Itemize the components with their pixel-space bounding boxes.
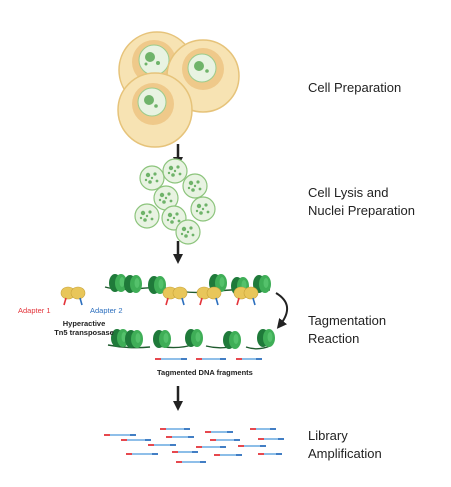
adapter-1-strand [199, 297, 203, 306]
nucleus [190, 196, 216, 222]
nucleus [134, 203, 160, 229]
nucleus [162, 158, 188, 184]
step-label-line: Nuclei Preparation [308, 203, 415, 218]
dna-strand [245, 345, 271, 350]
nucleosome [153, 330, 171, 348]
step-label-line: Cell Lysis and [308, 185, 389, 200]
transposase [233, 286, 259, 306]
step-label-line: Reaction [308, 331, 360, 346]
nucleus [175, 219, 201, 245]
cell [117, 72, 193, 148]
transposase [162, 286, 188, 306]
transposase-label-line: Tn5 transposase [54, 328, 114, 337]
step-label-line: Library [308, 428, 348, 443]
nucleosome [109, 274, 127, 292]
adapter-2-strand [215, 297, 219, 306]
nucleosome [223, 331, 241, 349]
curved-arrow-icon [275, 292, 288, 329]
adapter-1-strand [63, 297, 67, 306]
tagmentation-group [60, 274, 275, 360]
transposase [196, 286, 222, 306]
nucleus [182, 173, 208, 199]
library-fragments [104, 428, 284, 463]
cells-group [117, 31, 240, 148]
transposase-label-line: Hyperactive [62, 319, 106, 328]
nucleosome [257, 329, 275, 347]
step-tagmentation: Tagmentation Reaction [308, 312, 386, 348]
transposase-label: Hyperactive Tn5 transposase [49, 319, 119, 337]
nucleosome [148, 276, 166, 294]
nucleus [139, 165, 165, 191]
dna-strand [107, 344, 151, 349]
adapter-2-strand [252, 297, 256, 306]
nucleosome [185, 329, 203, 347]
adapter-1-label: Adapter 1 [18, 306, 51, 315]
step-label-line: Tagmentation [308, 313, 387, 328]
nucleosome [124, 275, 142, 293]
fragments-label: Tagmented DNA fragments [157, 368, 253, 377]
step-library-amplification: Library Amplification [308, 427, 382, 463]
nuclei-group [134, 158, 216, 245]
step-label-line: Amplification [308, 446, 382, 461]
transposase [60, 286, 86, 306]
step-cell-lysis: Cell Lysis and Nuclei Preparation [308, 184, 415, 220]
adapter-1-strand [236, 297, 240, 306]
step-cell-preparation: Cell Preparation [308, 79, 401, 97]
adapter-1-strand [165, 297, 169, 306]
step-label: Cell Preparation [308, 80, 402, 95]
adapter-2-label: Adapter 2 [90, 306, 123, 315]
nucleus [153, 185, 179, 211]
nucleosome [125, 330, 143, 348]
adapter-2-strand [79, 297, 83, 306]
adapter-2-strand [181, 297, 185, 306]
